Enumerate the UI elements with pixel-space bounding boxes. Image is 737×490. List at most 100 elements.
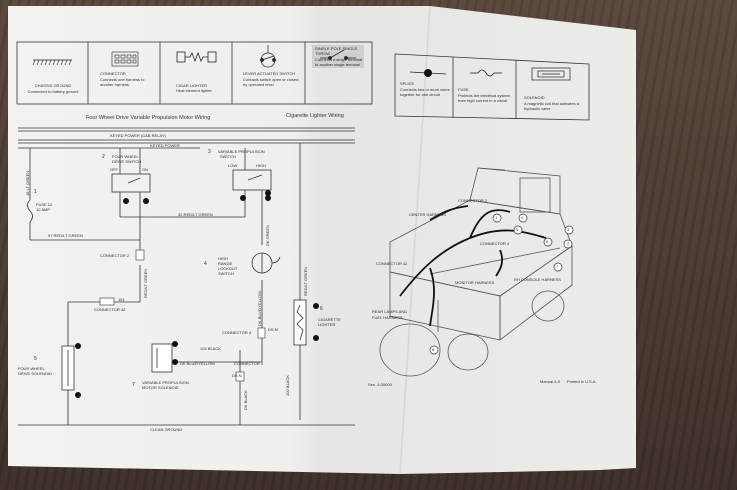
- ds-m-label: DS M: [268, 327, 278, 332]
- tractor-callout-3: 3: [567, 227, 570, 232]
- sw4wd-label2: DRIVE SWITCH: [112, 159, 142, 164]
- lever-switch-icon: [260, 45, 276, 68]
- lighter-callout: 6: [320, 306, 323, 312]
- legend-cigar-lighter-desc: Heat element lighter: [176, 88, 212, 93]
- vp-switch: [232, 169, 272, 200]
- tractor-label-rear-lamps: REAR LAMPS AND: [372, 309, 408, 314]
- tractor-callout-1: 1: [495, 215, 498, 220]
- legend-fuse-desc: Protects the electrical system from high…: [458, 93, 511, 103]
- chassis-ground-icon: [32, 59, 72, 66]
- lockout-label3: LOCKOUT: [218, 266, 238, 271]
- connector-42-box: [99, 297, 115, 306]
- lockout-label2: RANGE: [218, 261, 233, 266]
- cigar-lighter-icon: [176, 51, 217, 63]
- legend-chassis-ground-title: CHASSIS GROUND: [34, 83, 72, 88]
- swvp-label: VARIABLE PROPULSION: [218, 149, 265, 154]
- wire-dk-black-label: DK BLACK: [243, 390, 248, 410]
- legend-spst-desc: Connects a single terminal to another si…: [315, 57, 363, 67]
- diagram-title-4wd: Four Wheel Drive Variable Propulsion Mot…: [86, 115, 211, 121]
- tractor-label-rh-console: RH CONSOLE HARNESS: [514, 277, 561, 282]
- sol4wd-label2: DRIVE SOLENOID: [18, 371, 53, 376]
- connector-2-label: CONNECTOR 2: [100, 253, 130, 258]
- sol4wd-callout: 5: [34, 356, 37, 362]
- footer-section: Sec. 4-00000: [368, 382, 392, 387]
- vp-motor-solenoid: [151, 343, 173, 373]
- legend-connector-desc: Connects one harness to another harness: [100, 77, 145, 87]
- wire-32-label: 32 RED/LT GREEN: [178, 212, 213, 217]
- keyed-power-relay-label: KEYED POWER (CAB RELAY): [110, 133, 166, 138]
- tractor-callout-8: 8: [432, 347, 435, 352]
- vpsol-callout: 7: [132, 382, 135, 388]
- clean-ground-label: CLEAN GROUND: [150, 427, 183, 432]
- legend-spst-title: SINGLE POLE SINGLE THROW: [315, 46, 358, 56]
- spst-switch-icon: [312, 45, 364, 68]
- swvp-low: LOW: [228, 163, 238, 168]
- legend-chassis-ground-desc: Connected to battery ground: [27, 89, 79, 94]
- vpsol-label: VARIABLE PROPULSION: [142, 380, 189, 385]
- tractor-callout-6: 6: [546, 239, 549, 244]
- tractor-illustration: [379, 167, 573, 377]
- diagram-title-lighter: Cigarette Lighter Wiring: [286, 113, 344, 119]
- solenoid-icon: [531, 67, 571, 81]
- legend-splice-title: SPLICE: [400, 81, 415, 86]
- legend-left-grid: [16, 41, 373, 105]
- legend-solenoid-desc: A magnetic coil that activates a hydraul…: [524, 101, 579, 111]
- tractor-callout-7: 7: [556, 264, 559, 269]
- splice-icon: [409, 69, 447, 77]
- legend-solenoid-title: SOLENOID: [524, 95, 545, 100]
- connector-4a-label: CONNECTOR 4: [222, 330, 252, 335]
- wire-dk-green-label: DK GREEN: [265, 225, 270, 246]
- legend-connector-title: CONNECTOR: [100, 71, 126, 76]
- tractor-callout-circles: [429, 213, 574, 355]
- wire-lt-green-label: 18 LT GREEN: [25, 170, 30, 196]
- lockout-label4: SWITCH: [218, 271, 234, 276]
- tractor-label-fuel-harness: FUEL HARNESS: [372, 315, 403, 320]
- tractor-label-connector-42: CONNECTOR 42: [376, 261, 408, 266]
- wire-red-lt-green-vertical: RED/LT GREEN: [143, 268, 148, 298]
- sw4wd-off: OFF: [110, 167, 118, 172]
- sw4wd-callout: 2: [102, 154, 105, 160]
- swvp-label2: SWITCH: [220, 154, 236, 159]
- fuse-icon: [470, 69, 502, 77]
- lighter-label2: LIGHTER: [318, 322, 336, 327]
- cigarette-lighter-symbol: [293, 299, 307, 346]
- tractor-callout-2: 2: [567, 241, 570, 246]
- legend-fuse-title: FUSE: [458, 87, 469, 92]
- fuse-amp-label: 10 AMP: [36, 207, 51, 212]
- wire-100-black-label: 100 BLACK: [285, 375, 290, 396]
- sol4wd-label: FOUR WHEEL: [18, 366, 45, 371]
- wire-97-label: 97 RED/LT GREEN: [48, 233, 83, 238]
- connector-4-box: [235, 327, 266, 382]
- footer-manual: Manual 4-0: [540, 379, 561, 384]
- fuse-callout: 1: [34, 189, 37, 195]
- tractor-label-monitor-harness: MONITOR HARNESS: [455, 280, 495, 285]
- tractor-label-connector-2: CONNECTOR 2: [458, 198, 488, 203]
- connector-icon: [111, 51, 139, 67]
- four-wheel-drive-solenoid: [61, 345, 75, 391]
- connector-4b-label: CONNECTOR 4: [234, 361, 264, 366]
- fuse-label: FUSE 12: [36, 202, 53, 207]
- high-range-lockout-switch: [251, 252, 281, 274]
- wire-dk-blue-yellow-vertical: DK BLUE/YELLOW: [257, 291, 262, 326]
- sw4wd-on: ON: [142, 167, 148, 172]
- legend-cigar-lighter-title: CIGAR LIGHTER: [176, 83, 208, 88]
- lockout-label: HIGH: [218, 256, 228, 261]
- sw4wd-label: FOUR WHEEL: [112, 154, 139, 159]
- wire-dk-blue-yellow-label: DK BLUE/YELLOW: [180, 361, 215, 366]
- lighter-label: CIGARETTE: [318, 317, 341, 322]
- ds-n-label: DS N: [232, 373, 242, 378]
- legend-right-grid: [394, 53, 590, 121]
- swvp-callout: 3: [208, 149, 211, 155]
- wire-lighter-red-lt-green: RED/LT GREEN: [303, 266, 308, 296]
- footer-printed: Printed in U.S.A.: [567, 379, 597, 384]
- connector-42-label: CONNECTOR 42: [94, 307, 126, 312]
- connector-2-box: [135, 249, 145, 261]
- tractor-callout-5: 5: [516, 227, 519, 232]
- connector-42-pin: 151: [118, 297, 125, 302]
- tractor-callout-4: 4: [521, 215, 524, 220]
- four-wheel-drive-switch: [111, 173, 151, 205]
- legend-lever-switch-title: LEVER ACTUATED SWITCH: [243, 71, 296, 76]
- fuse-symbol: [27, 199, 33, 223]
